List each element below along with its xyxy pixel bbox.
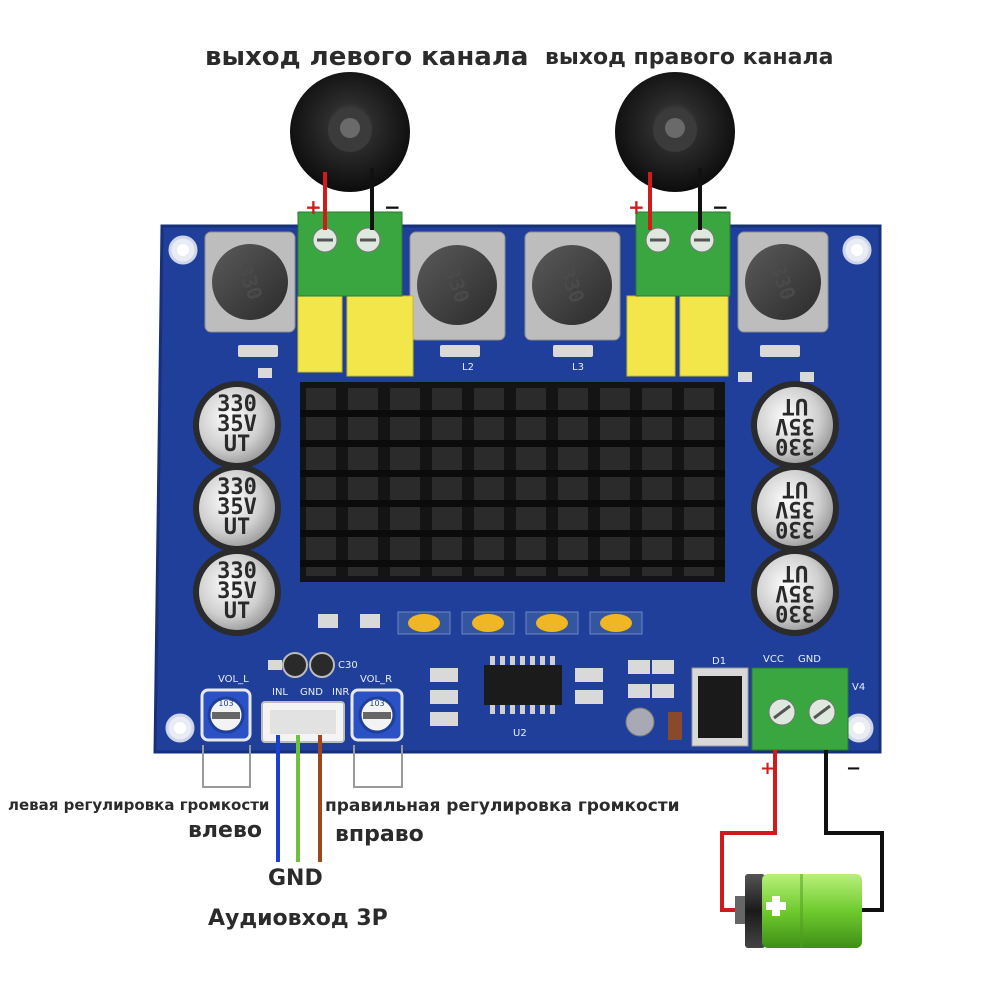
capacitor-marking: 35V (775, 580, 815, 605)
mounting-hole-tr (842, 235, 872, 265)
label-right: вправо (335, 822, 424, 847)
small-caps-input (268, 652, 335, 678)
label-right-volume: правильная регулировка громкости (325, 796, 680, 816)
diode-d1 (691, 667, 749, 747)
speaker-left (290, 72, 410, 192)
inductor-4: 330 (737, 231, 829, 333)
audio-input-wires (276, 735, 322, 862)
film-capacitors-left (297, 295, 414, 377)
polarity-power-minus: − (846, 758, 861, 779)
silk-pwr-gnd: GND (798, 654, 821, 665)
polarity-left-plus: + (305, 195, 322, 219)
capacitor-marking: UT (224, 599, 251, 624)
capacitor-marking: 330 (217, 559, 257, 584)
led-indicator (625, 707, 655, 737)
volume-pot-left: 103 (200, 688, 252, 742)
wire-power-minus (824, 750, 884, 912)
audio-input-connector (261, 701, 345, 743)
volume-pot-right: 103 (350, 688, 404, 742)
heatsink-fin (390, 388, 420, 576)
capacitor-marking: 330 (775, 600, 815, 625)
capacitor-marking: UT (224, 432, 251, 457)
silk-gnd-in: GND (300, 687, 323, 698)
silk-vol-r: VOL_R (360, 674, 392, 685)
heatsink (300, 382, 725, 582)
inductor-3: 330 (524, 231, 621, 341)
heatsink-fin (558, 388, 588, 576)
ic-chip-u2 (484, 656, 562, 714)
label-left-volume: левая регулировка громкости (8, 796, 270, 814)
capacitor-marking: 35V (217, 495, 257, 520)
silk-l3: L3 (572, 362, 584, 373)
mounting-hole-br (844, 713, 874, 743)
speaker-right (615, 72, 735, 192)
pot-left-marking: 103 (218, 699, 233, 708)
heatsink-fin (642, 388, 672, 576)
speaker-terminal-left (297, 211, 403, 297)
capacitor-marking: UT (782, 476, 809, 501)
power-terminal (751, 667, 849, 751)
capacitor-marking: 35V (217, 579, 257, 604)
misc-smd-parts (430, 660, 682, 740)
label-audio-input: Аудиовход 3P (208, 906, 388, 931)
capacitor-marking: UT (782, 560, 809, 585)
power-wires (720, 750, 884, 912)
mounting-hole-tl (168, 235, 198, 265)
heatsink-fin (474, 388, 504, 576)
film-capacitors-right (626, 295, 729, 377)
silk-v4: V4 (852, 682, 865, 693)
label-left: влево (188, 818, 262, 843)
capacitor-marking: UT (224, 515, 251, 540)
capacitor-marking: 330 (217, 392, 257, 417)
silk-inl: INL (272, 687, 288, 698)
capacitor-marking: 330 (775, 433, 815, 458)
polarity-left-minus: − (384, 195, 401, 219)
capacitor-marking: UT (782, 393, 809, 418)
speaker-wires (323, 168, 702, 230)
heatsink-fin (600, 388, 630, 576)
inductor-1: 330 (204, 231, 296, 333)
label-gnd: GND (268, 866, 323, 891)
silk-d1: D1 (712, 656, 726, 667)
silk-inr: INR (332, 687, 349, 698)
heatsink-fin (684, 388, 714, 576)
heatsink-fin (432, 388, 462, 576)
silk-u2: U2 (513, 728, 527, 739)
silk-vol-l: VOL_L (218, 674, 249, 685)
capacitor-marking: 35V (775, 496, 815, 521)
inductor-2: 330 (409, 231, 506, 341)
label-left-output: выход левого канала (205, 42, 529, 72)
pot-leads (202, 745, 403, 788)
wire-power-plus (720, 750, 777, 912)
capacitor-marking: 330 (775, 516, 815, 541)
battery-icon (735, 874, 862, 948)
heatsink-fin (306, 388, 336, 576)
label-right-output: выход правого канала (545, 45, 834, 70)
smd-pads-top (238, 345, 814, 382)
polarity-right-plus: + (628, 195, 645, 219)
mounting-hole-bl (165, 713, 195, 743)
polarity-power-plus: + (760, 758, 775, 779)
silk-l2: L2 (462, 362, 474, 373)
silk-c30: C30 (338, 660, 358, 671)
heatsink-fin (516, 388, 546, 576)
capacitor-marking: 35V (775, 413, 815, 438)
pot-right-marking: 103 (369, 699, 384, 708)
capacitor-marking: 330 (217, 475, 257, 500)
heatsink-fin (348, 388, 378, 576)
capacitor-marking: 35V (217, 412, 257, 437)
orange-smd-row (318, 611, 643, 635)
polarity-right-minus: − (712, 195, 729, 219)
silk-vcc: VCC (763, 654, 784, 665)
